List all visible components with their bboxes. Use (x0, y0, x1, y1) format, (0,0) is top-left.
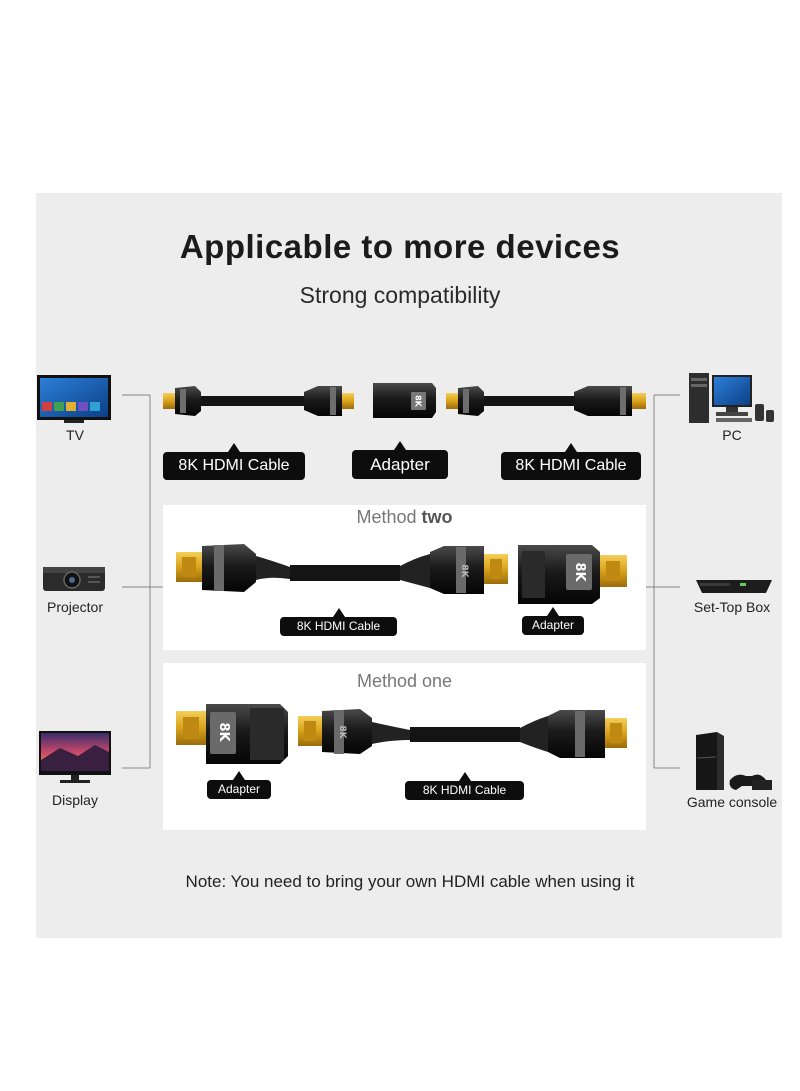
tv-icon (37, 375, 111, 423)
top-adapter-label: Adapter (352, 441, 448, 479)
projector-icon (43, 567, 105, 591)
svg-text:8K: 8K (216, 722, 231, 742)
top-cable-right-label: 8K HDMI Cable (501, 443, 641, 480)
game-console-icon (696, 732, 772, 790)
method-one-title: Method one (356, 671, 453, 691)
device-label-display: Display (52, 792, 98, 808)
svg-text:8K: 8K (337, 725, 347, 739)
top-cable-right (446, 386, 646, 416)
method-one-cable: 8K (298, 709, 627, 758)
device-label-game-console: Game console (686, 794, 778, 810)
device-label-pc: PC (722, 427, 742, 443)
device-label-set-top-box: Set-Top Box (693, 599, 771, 615)
method-two-title: Method two (356, 507, 453, 527)
page-subtitle: Strong compatibility (299, 282, 501, 308)
monitor-icon (39, 731, 111, 783)
method-one-cable-label: 8K HDMI Cable (405, 772, 524, 800)
desktop-pc-icon (689, 373, 774, 423)
set-top-box-icon (696, 580, 772, 593)
top-adapter: 8K (373, 383, 436, 418)
method-one-adapter: 8K (176, 704, 288, 764)
top-cable-left (163, 386, 354, 416)
footer-note: Note: You need to bring your own HDMI ca… (185, 872, 635, 891)
device-label-projector: Projector (46, 599, 104, 615)
svg-text:8K: 8K (459, 564, 469, 578)
device-label-tv: TV (66, 427, 84, 443)
method-two-adapter-label: Adapter (522, 607, 584, 635)
top-cable-left-label: 8K HDMI Cable (163, 443, 305, 480)
method-two-adapter: 8K (518, 545, 627, 604)
svg-text:8K: 8K (572, 562, 587, 582)
right-connector-lines (646, 394, 680, 769)
method-one-adapter-label: Adapter (207, 771, 271, 799)
method-two-cable-label: 8K HDMI Cable (280, 608, 397, 636)
page-title: Applicable to more devices (179, 228, 621, 265)
left-connector-lines (122, 394, 163, 769)
svg-text:8K: 8K (414, 395, 423, 408)
method-two-cable: 8K (176, 544, 508, 594)
